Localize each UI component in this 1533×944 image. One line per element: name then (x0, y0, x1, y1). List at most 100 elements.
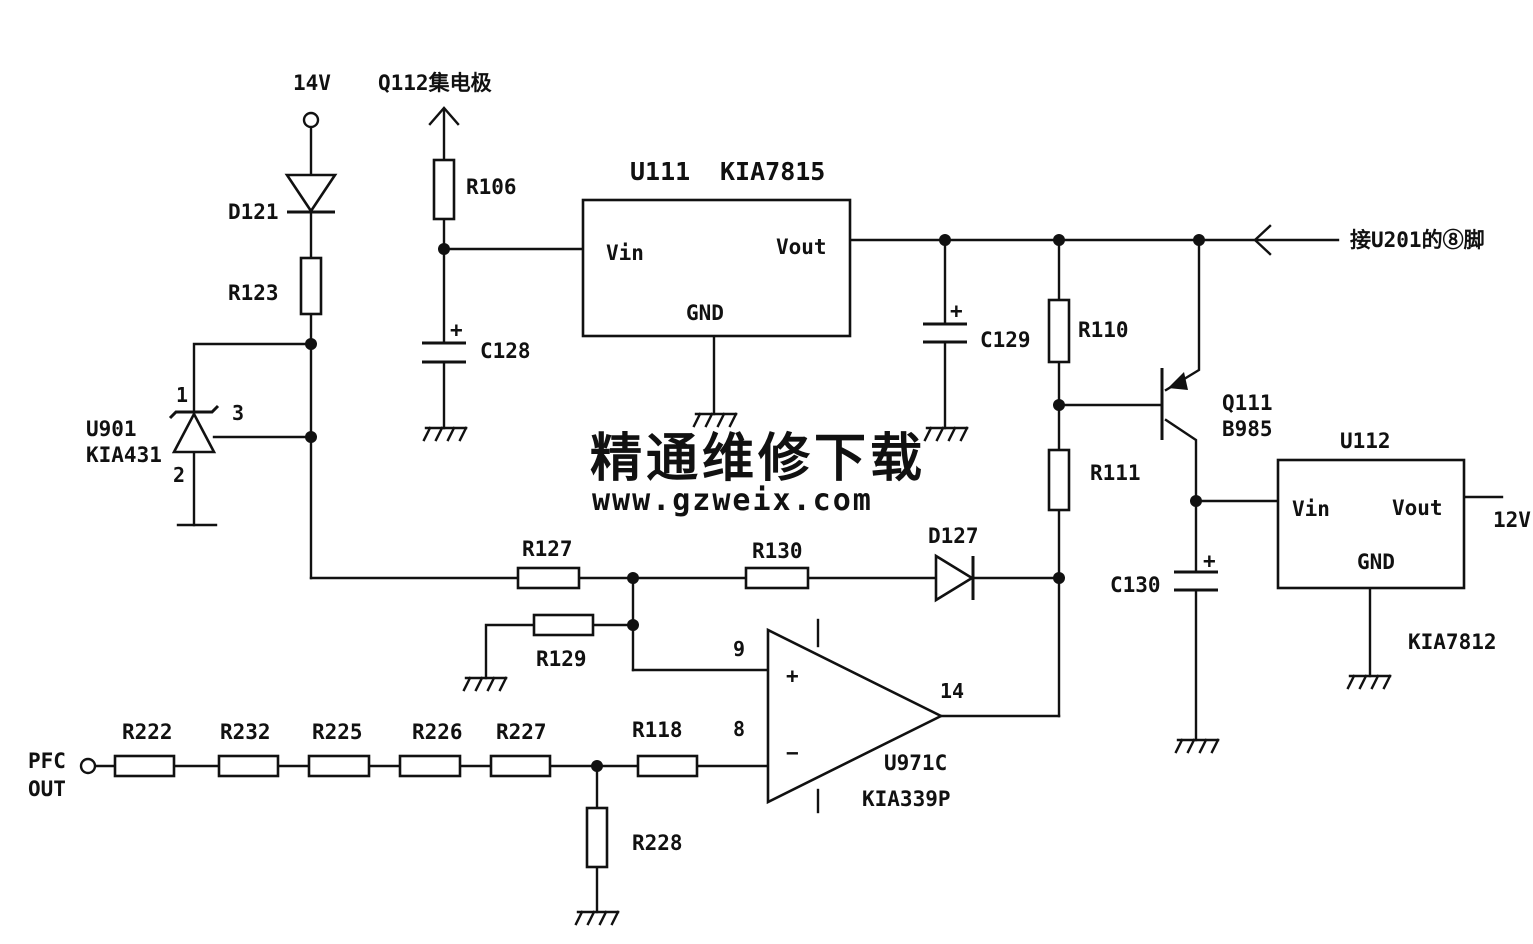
junction-dots (305, 234, 1205, 772)
resistor-r106: R106 (432, 158, 517, 221)
ground-icon (422, 426, 468, 442)
pin-u112-vin: Vin (1292, 497, 1330, 521)
polarity-c129: + (950, 299, 963, 323)
label-r129: R129 (536, 647, 587, 671)
pin-u971c-9: 9 (733, 637, 745, 661)
label-r111: R111 (1090, 461, 1141, 485)
label-u112-ref: U112 (1340, 429, 1391, 453)
watermark-line1: 精通维修下载 (590, 429, 926, 489)
label-14v: 14V (293, 71, 331, 95)
ground-icon (923, 426, 969, 442)
label-c128: C128 (480, 339, 531, 363)
junction-dot (305, 338, 317, 350)
pin-u111-vin: Vin (606, 241, 644, 265)
label-q112-collector: Q112集电极 (378, 71, 493, 95)
polarity-c128: + (450, 318, 463, 342)
label-u112-part: KIA7812 (1408, 630, 1497, 654)
sign-plus: + (786, 664, 799, 688)
ground-icon (1174, 738, 1220, 754)
resistor-r123: R123 (228, 256, 323, 316)
pin-u112-vout: Vout (1392, 496, 1443, 520)
resistor-r226: R226 (398, 720, 463, 778)
pin-u111-gnd: GND (686, 301, 724, 325)
terminal-14v: 14V (293, 71, 331, 129)
pin-u901-3: 3 (232, 401, 244, 425)
label-u201-pin8: 接U201的⑧脚 (1350, 228, 1485, 252)
junction-dot (1053, 572, 1065, 584)
resistor-r129: R129 (532, 613, 595, 671)
pin-u971c-14: 14 (940, 679, 964, 703)
pin-u971c-8: 8 (733, 717, 745, 741)
label-r130: R130 (752, 539, 803, 563)
ground-icon (574, 910, 620, 926)
label-d127: D127 (928, 524, 979, 548)
capacitor-c128: + C128 (422, 318, 531, 364)
ground-icon (462, 676, 508, 692)
label-r123: R123 (228, 281, 279, 305)
terminal-pfc-out: PFC OUT (28, 749, 97, 801)
resistor-r111: R111 (1047, 448, 1141, 512)
label-d121: D121 (228, 200, 279, 224)
junction-dot (591, 760, 603, 772)
label-r118: R118 (632, 718, 683, 742)
watermark-line2: www.gzweix.com (592, 483, 873, 518)
label-pfc-line1: PFC (28, 749, 66, 773)
label-r127: R127 (522, 537, 573, 561)
pin-u111-vout: Vout (776, 235, 827, 259)
label-pfc-line2: OUT (28, 777, 66, 801)
junction-dot (939, 234, 951, 246)
resistor-r127: R127 (516, 537, 581, 590)
diode-d127: D127 (928, 524, 979, 603)
label-c130: C130 (1110, 573, 1161, 597)
pin-u901-1: 1 (176, 383, 188, 407)
terminal-q112-collector: Q112集电极 (378, 71, 493, 126)
label-q111-part: B985 (1222, 417, 1273, 441)
regulator-u112: U112 KIA7812 Vin Vout GND (1276, 429, 1497, 654)
resistor-r118: R118 (632, 718, 699, 778)
label-u111-ref: U111 (630, 157, 690, 186)
label-c129: C129 (980, 328, 1031, 352)
junction-dot (1193, 234, 1205, 246)
pin-u901-2: 2 (173, 463, 185, 487)
capacitor-c129: + C129 (923, 299, 1031, 352)
ground-icon (692, 412, 738, 428)
label-r227: R227 (496, 720, 547, 744)
comparator-u971c: + − 9 8 14 U971C KIA339P (733, 627, 964, 811)
label-r228: R228 (632, 831, 683, 855)
label-q111-ref: Q111 (1222, 391, 1273, 415)
junction-dot (1053, 234, 1065, 246)
pin-u112-gnd: GND (1357, 550, 1395, 574)
junction-dot (627, 619, 639, 631)
capacitor-c130: + C130 (1110, 549, 1218, 597)
label-u111-part: KIA7815 (720, 157, 825, 186)
shunt-regulator-u901: 1 3 2 U901 KIA431 (86, 383, 244, 487)
label-u901-part: KIA431 (86, 443, 162, 467)
resistor-r130: R130 (744, 539, 810, 590)
junction-dot (627, 572, 639, 584)
resistor-r225: R225 (307, 720, 371, 778)
watermark: 精通维修下载 www.gzweix.com (590, 429, 926, 518)
label-12v-out: 12V (1493, 508, 1531, 532)
terminal-u201-pin8: 接U201的⑧脚 (1253, 224, 1485, 256)
label-r232: R232 (220, 720, 271, 744)
ground-symbols (422, 412, 1392, 926)
regulator-u111: U111 KIA7815 Vin Vout GND (581, 157, 852, 338)
label-r225: R225 (312, 720, 363, 744)
diode-d121: D121 (228, 173, 338, 224)
label-u971c-ref: U971C (884, 751, 947, 775)
resistor-r228: R228 (585, 806, 683, 869)
resistor-r232: R232 (217, 720, 280, 778)
label-r222: R222 (122, 720, 173, 744)
junction-dot (1053, 399, 1065, 411)
ground-icon (1346, 674, 1392, 690)
polarity-c130: + (1203, 549, 1216, 573)
resistor-r222: R222 (113, 720, 176, 778)
label-u901-ref: U901 (86, 417, 137, 441)
sign-minus: − (786, 741, 799, 765)
label-r106: R106 (466, 175, 517, 199)
resistor-r227: R227 (489, 720, 552, 778)
label-r110: R110 (1078, 318, 1129, 342)
junction-dot (1190, 495, 1202, 507)
resistors: R106 R123 R110 R111 R127 R130 R129 R222 (113, 158, 1141, 869)
